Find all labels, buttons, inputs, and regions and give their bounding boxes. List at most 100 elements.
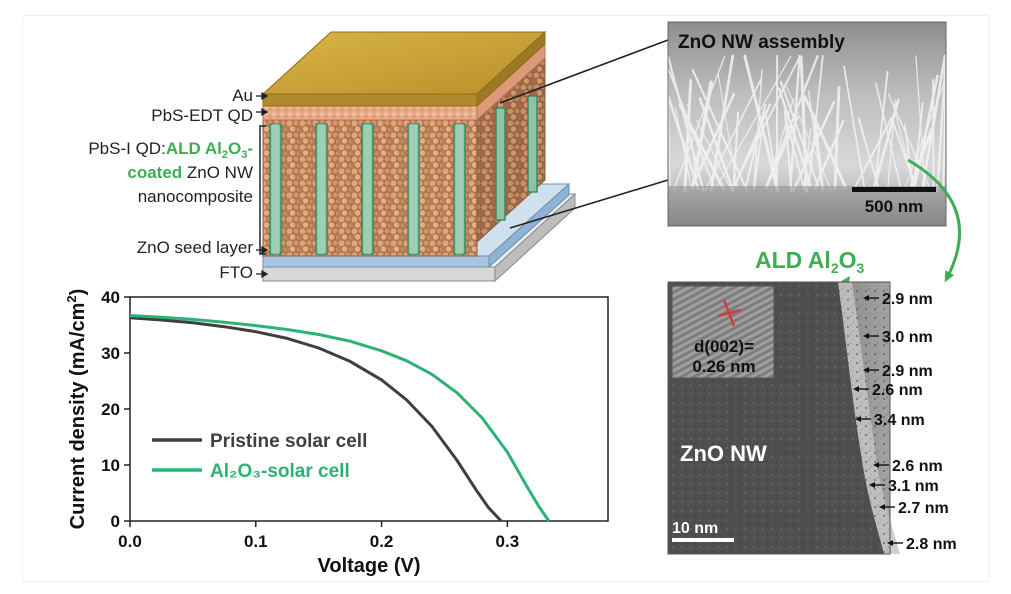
x-tick-label: 0.0 <box>118 532 142 551</box>
y-tick-label: 0 <box>111 512 120 531</box>
sem-title: ZnO NW assembly <box>678 32 845 53</box>
x-tick-label: 0.1 <box>244 532 268 551</box>
y-tick-label: 40 <box>101 288 120 307</box>
zoom-arrow <box>907 158 961 283</box>
legend-label-2: Al₂O₃-solar cell <box>210 461 350 482</box>
sem-nanowire <box>683 79 693 192</box>
thickness-arrowhead <box>853 386 859 392</box>
y-axis-ticks: 0 10 20 30 40 <box>101 288 130 531</box>
thickness-arrowhead <box>863 333 869 339</box>
sem-nanowire <box>785 84 832 191</box>
sem-nanowire <box>753 69 763 189</box>
sem-nanowire <box>803 95 848 190</box>
tem-fft-marker <box>717 299 742 327</box>
zoom-line-top <box>499 39 669 104</box>
sem-nanowire <box>892 103 916 189</box>
sem-nanowire <box>731 55 802 191</box>
thickness-arrowhead <box>855 416 861 422</box>
sem-nanowire <box>716 55 792 187</box>
sem-nanowire <box>903 77 947 192</box>
sem-nanowire <box>843 65 866 193</box>
pbs-edt-layer <box>262 42 546 122</box>
thickness-arrowhead <box>887 540 893 546</box>
thickness-label: 2.8 nm <box>906 536 957 553</box>
thickness-label: 2.6 nm <box>872 382 923 399</box>
label-nanocomposite-line3: nanocomposite <box>138 187 253 206</box>
sem-nanowire <box>920 54 947 191</box>
layer-leader-arrows <box>256 91 269 279</box>
thickness-label: 2.6 nm <box>892 458 943 475</box>
y-tick-label: 30 <box>101 344 120 363</box>
sem-nanowire <box>887 99 897 191</box>
sem-nanowire <box>717 73 739 189</box>
thickness-label: 3.4 nm <box>874 412 925 429</box>
sem-nanowire <box>915 55 926 190</box>
chart-plot-area <box>129 296 609 522</box>
thickness-label: 3.0 nm <box>882 329 933 346</box>
label-nanocomposite-line1: PbS-I QD:ALD Al2O3- <box>88 139 253 161</box>
sem-nanowire <box>666 54 705 192</box>
sem-nanowire <box>936 54 948 193</box>
tem-d-spacing-line1: d(002)= <box>694 337 754 356</box>
label-fto: FTO <box>219 263 253 282</box>
sem-nanowire <box>909 128 933 189</box>
sem-nanowire <box>673 55 726 190</box>
series-line-1 <box>129 316 503 523</box>
sem-nanowire <box>813 114 825 191</box>
au-layer <box>261 30 547 108</box>
sem-nanowire <box>802 128 812 190</box>
tem-ald-label: ALD Al2O3 <box>755 247 865 276</box>
tem-thickness-labels: 2.9 nm 3.0 nm 2.9 nm 2.6 nm 3.4 nm 2.6 nm 3.1 … <box>853 291 957 553</box>
y-tick-label: 10 <box>101 456 120 475</box>
tem-scale-bar <box>672 538 734 542</box>
device-schematic: Au PbS-EDT QD PbS-I QD:ALD Al2O3- coated… <box>88 30 669 283</box>
sem-nanowire <box>873 70 889 191</box>
sem-nanowire <box>853 117 893 189</box>
sem-image: ZnO NW assembly 500 nm <box>666 21 948 227</box>
thickness-arrowhead <box>863 367 869 373</box>
sem-nanowire <box>753 122 764 191</box>
sem-scale-bar <box>852 187 936 192</box>
thickness-label: 3.1 nm <box>888 478 939 495</box>
sem-nanowire <box>691 80 713 190</box>
thickness-label: 2.9 nm <box>882 363 933 380</box>
sem-nanowire <box>674 106 692 187</box>
zno-nanowires <box>269 95 538 255</box>
tem-d-spacing-line2: 0.26 nm <box>692 357 755 376</box>
y-axis-label: Current density (mA/cm2) <box>64 289 89 530</box>
thickness-label: 2.9 nm <box>882 291 933 308</box>
tem-image: d(002)= 0.26 nm ZnO NW 10 nm <box>667 281 900 555</box>
nanocomposite-bracket <box>259 125 266 255</box>
y-tick-label: 20 <box>101 400 120 419</box>
sem-nanowire <box>792 100 836 192</box>
sem-nanowire <box>764 111 779 192</box>
chart-series <box>129 314 551 523</box>
x-tick-label: 0.3 <box>496 532 520 551</box>
tem-nw-label: ZnO NW <box>680 441 767 466</box>
thickness-arrowhead <box>873 462 879 468</box>
series-line-2 <box>129 314 551 522</box>
thickness-arrowhead <box>879 504 885 510</box>
label-zno-seed: ZnO seed layer <box>137 238 254 257</box>
sem-nanowire <box>813 119 845 190</box>
tem-scale-label: 10 nm <box>672 520 718 537</box>
sem-nanowire <box>779 80 820 188</box>
legend-label-1: Pristine solar cell <box>210 431 367 452</box>
sem-nanowire <box>704 78 762 192</box>
sem-nanowire <box>690 92 736 189</box>
zoom-line-bottom <box>509 179 669 229</box>
label-au: Au <box>232 86 253 105</box>
x-axis-label: Voltage (V) <box>318 555 421 577</box>
thickness-arrowhead <box>869 482 875 488</box>
x-tick-label: 0.2 <box>370 532 394 551</box>
thickness-arrowhead <box>863 295 869 301</box>
label-nanocomposite-line2: coated ZnO NW <box>127 163 253 182</box>
label-pbs-edt: PbS-EDT QD <box>151 106 253 125</box>
sem-nanowire <box>764 54 819 190</box>
iv-chart: 0.0 0.1 0.2 0.3 0 10 20 30 40 Pristine solar ce… <box>64 288 609 577</box>
sem-nanowire <box>744 103 767 190</box>
thickness-label: 2.7 nm <box>898 500 949 517</box>
x-axis-ticks: 0.0 0.1 0.2 0.3 <box>118 521 519 551</box>
